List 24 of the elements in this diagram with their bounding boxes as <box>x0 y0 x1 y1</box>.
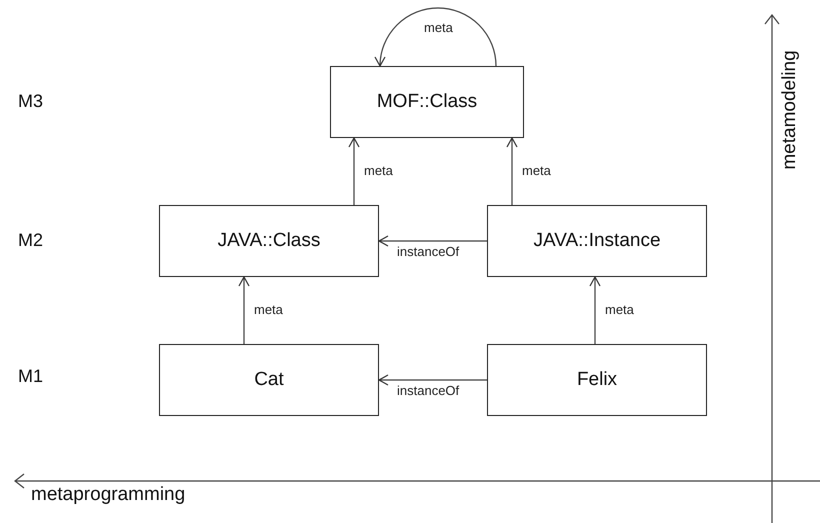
axis-label: metaprogramming <box>31 484 186 506</box>
class-box <box>159 344 379 416</box>
class-box <box>487 205 707 277</box>
edge-label: instanceOf <box>395 383 462 398</box>
arrow <box>506 137 518 205</box>
axis-label: metamodeling <box>779 50 801 170</box>
arrow <box>378 235 487 247</box>
arrow <box>378 374 487 386</box>
class-name: JAVA::Instance <box>533 230 661 252</box>
level-label: M3 <box>18 91 44 112</box>
arrow <box>589 276 601 344</box>
class-name: Cat <box>254 369 284 391</box>
arrow <box>238 276 250 344</box>
arrow <box>348 137 360 205</box>
level-label: M1 <box>18 366 44 387</box>
arrow <box>374 8 497 67</box>
class-box <box>159 205 379 277</box>
class-box <box>487 344 707 416</box>
class-name: MOF::Class <box>376 91 478 113</box>
class-name: Felix <box>576 369 618 391</box>
class-name: JAVA::Class <box>218 230 320 252</box>
edge-label: instanceOf <box>395 244 462 259</box>
level-label: M2 <box>18 230 44 251</box>
class-box <box>330 66 524 138</box>
